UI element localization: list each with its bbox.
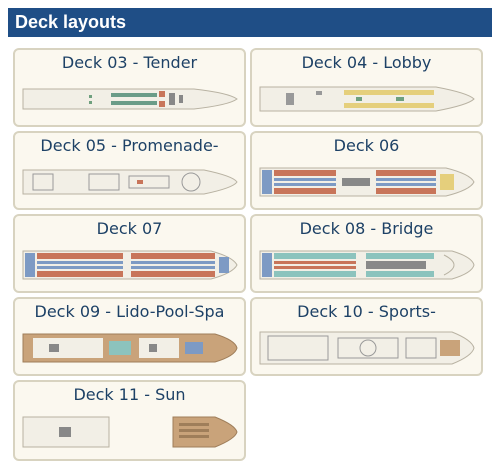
deck-plan-image [19,328,240,368]
section-header: Deck layouts [8,8,492,37]
deck-title: Deck 07 [96,219,163,238]
deck-card-07[interactable]: Deck 07 [13,214,246,293]
deck-plan-image [19,79,240,119]
section-title: Deck layouts [15,12,127,32]
deck-title: Deck 09 - Lido-Pool-Spa [34,302,225,321]
deck-plan-image [19,411,240,453]
deck-title: Deck 10 - Sports- [297,302,436,321]
deck-card-10[interactable]: Deck 10 - Sports- [250,297,483,376]
deck-title: Deck 06 [333,136,400,155]
deck-card-06[interactable]: Deck 06 [250,131,483,210]
deck-title: Deck 08 - Bridge [299,219,434,238]
deck-plan-image [256,245,477,285]
deck-card-11[interactable]: Deck 11 - Sun [13,380,246,461]
deck-plan-image [256,162,477,202]
deck-title: Deck 05 - Promenade- [40,136,219,155]
deck-title: Deck 03 - Tender [61,53,198,72]
deck-plan-image [19,245,240,285]
deck-title: Deck 11 - Sun [73,385,186,404]
deck-title: Deck 04 - Lobby [301,53,432,72]
deck-plan-image [19,162,240,202]
deck-card-03[interactable]: Deck 03 - Tender [13,48,246,127]
deck-plan-image [256,328,477,368]
deck-card-09[interactable]: Deck 09 - Lido-Pool-Spa [13,297,246,376]
deck-plan-image [256,79,477,119]
deck-card-04[interactable]: Deck 04 - Lobby [250,48,483,127]
deck-card-08[interactable]: Deck 08 - Bridge [250,214,483,293]
deck-card-05[interactable]: Deck 05 - Promenade- [13,131,246,210]
